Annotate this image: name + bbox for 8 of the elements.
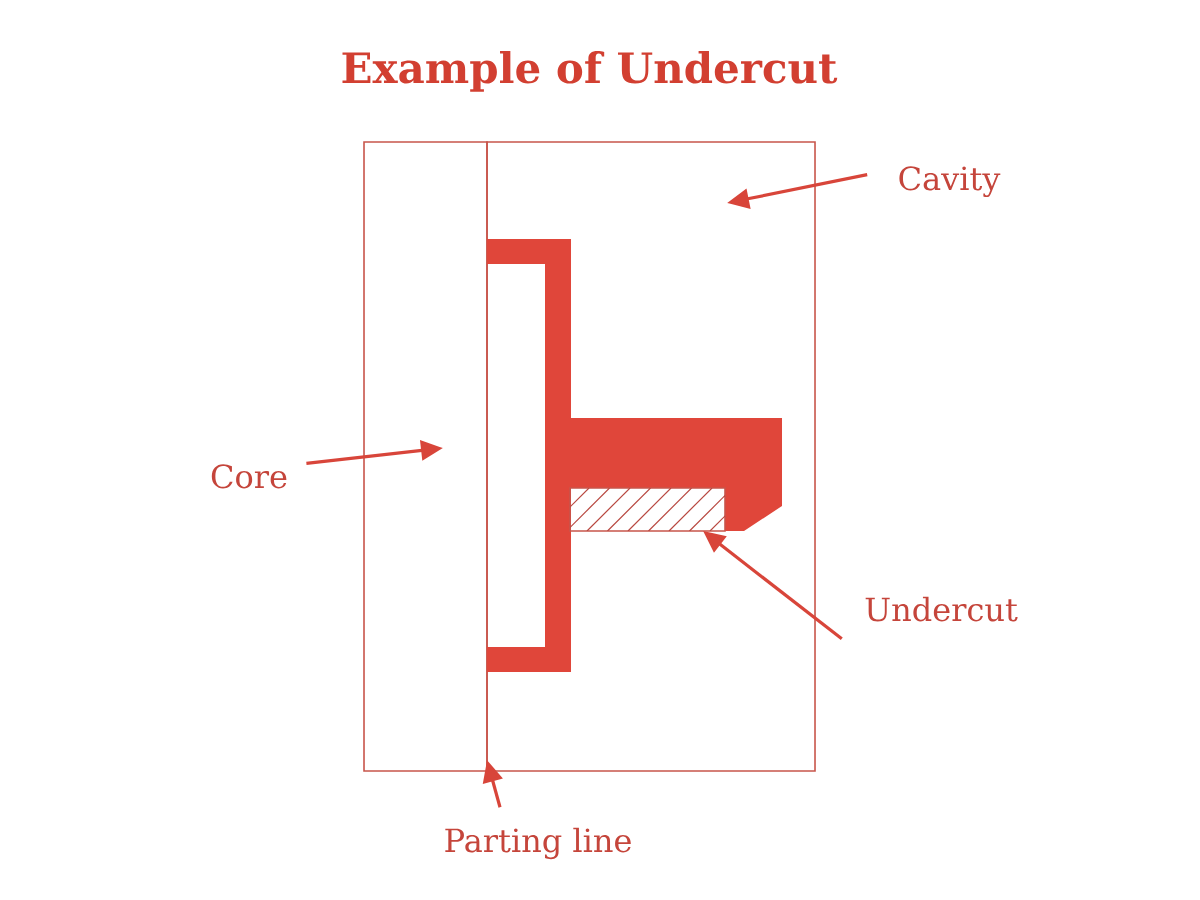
callout-label: Core xyxy=(211,464,287,489)
hatched-area xyxy=(569,487,726,532)
title: Example of Undercut xyxy=(342,51,838,92)
core-region xyxy=(363,141,488,772)
callout-label: Parting line xyxy=(445,827,631,860)
callout-label: Cavity xyxy=(899,166,1001,198)
cavity-region xyxy=(486,141,816,772)
callout-label: Undercut xyxy=(865,596,1018,622)
